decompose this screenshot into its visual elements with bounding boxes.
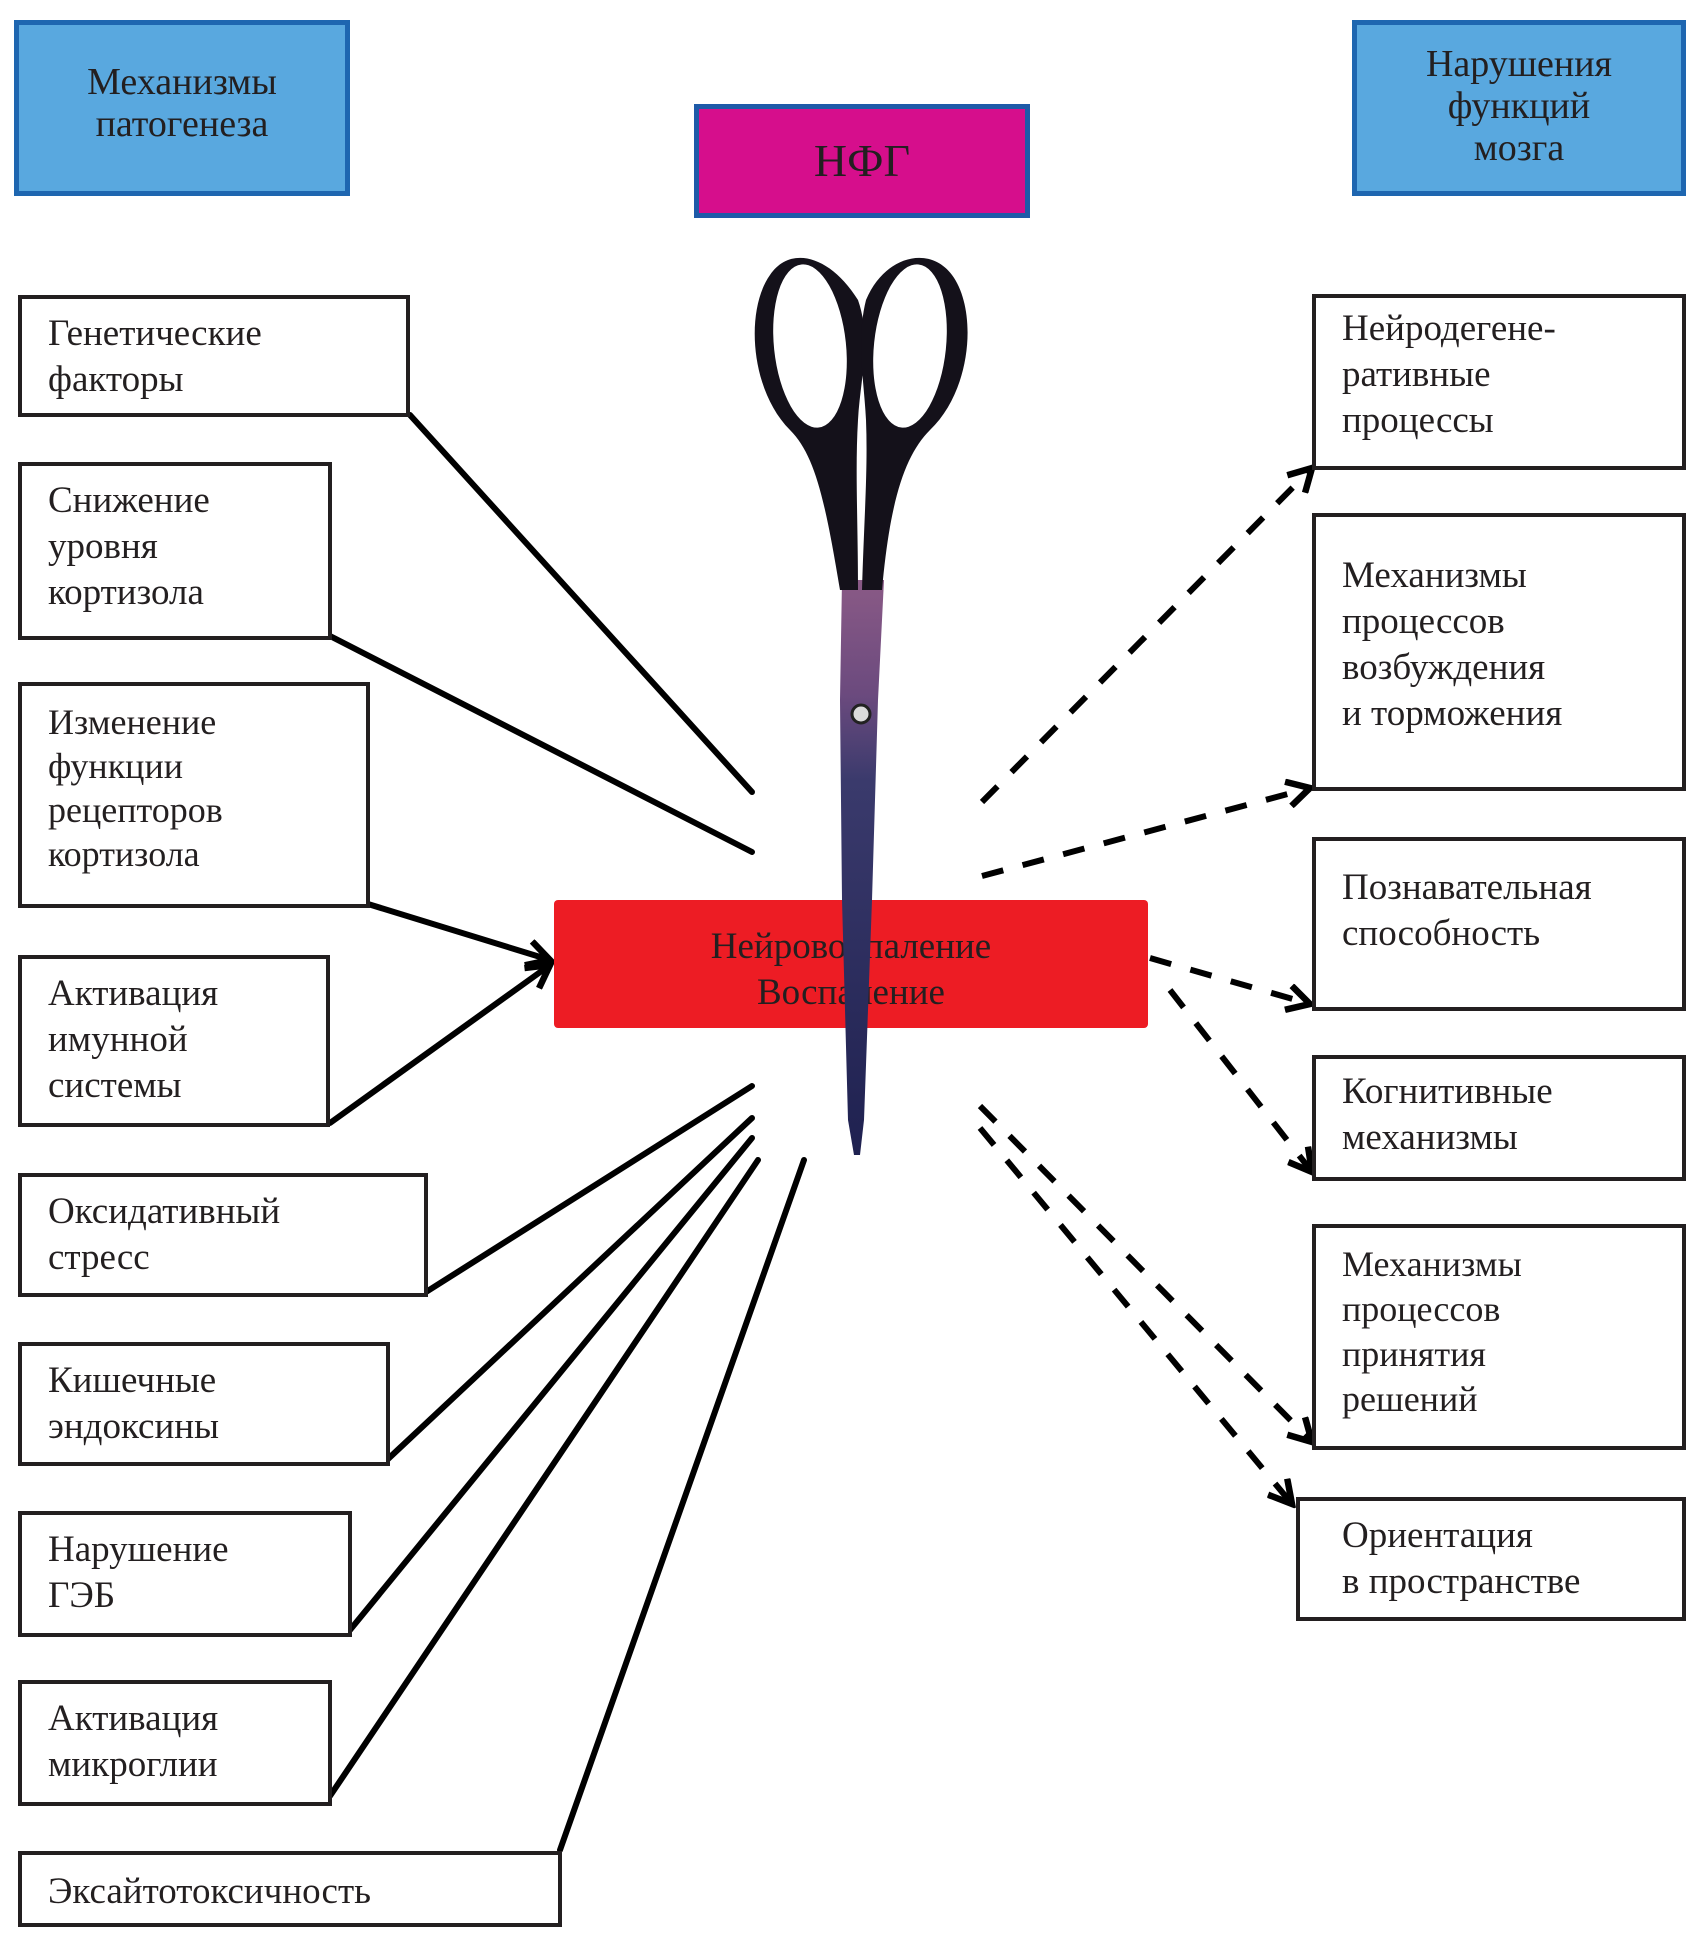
cause-line: ГЭБ bbox=[48, 1575, 116, 1616]
cause-line: функции bbox=[48, 746, 183, 786]
header-line: Механизмы bbox=[87, 61, 277, 103]
cause-line: Кишечные bbox=[48, 1360, 217, 1401]
edge-orientation bbox=[977, 1126, 1292, 1504]
cause-line: системы bbox=[48, 1065, 182, 1106]
effect-line: Познавательная bbox=[1342, 867, 1592, 908]
edge-microglia bbox=[327, 1157, 761, 1799]
cause-line: Активация bbox=[48, 1698, 219, 1739]
cause-line: уровня bbox=[48, 526, 158, 567]
cause-line: кортизола bbox=[48, 834, 200, 874]
cause-line: рецепторов bbox=[48, 790, 223, 830]
edge-decision bbox=[977, 1103, 1312, 1442]
cause-line: микроглии bbox=[48, 1744, 218, 1785]
header-nfg-label: НФГ bbox=[813, 135, 911, 186]
effect-box: Ориентация в пространстве bbox=[1296, 1497, 1686, 1621]
cause-box: Изменение функции рецепторов кортизола bbox=[18, 682, 370, 908]
edge-gut bbox=[385, 1115, 755, 1462]
effect-line: Ориентация bbox=[1342, 1515, 1533, 1556]
cause-line: Снижение bbox=[48, 480, 210, 521]
cause-line: Оксидативный bbox=[48, 1191, 281, 1232]
effect-line: ративные bbox=[1342, 354, 1491, 395]
header-line: патогенеза bbox=[95, 103, 269, 145]
cause-line: Нарушение bbox=[48, 1529, 229, 1570]
header-line: Нарушения bbox=[1425, 43, 1613, 85]
effect-line: в пространстве bbox=[1342, 1561, 1581, 1602]
edge-cognitive-ability bbox=[1149, 955, 1310, 1004]
cause-box: Активация микроглии bbox=[18, 1680, 332, 1806]
cause-line: Генетические bbox=[48, 313, 262, 354]
effect-line: Механизмы bbox=[1342, 1244, 1522, 1284]
edge-neurodegen bbox=[979, 468, 1312, 805]
effect-box: Нейродегене- ративные процессы bbox=[1312, 294, 1686, 470]
edge-cognitive-mech bbox=[1167, 988, 1312, 1172]
cause-box: Эксайтотоксичность bbox=[18, 1851, 562, 1927]
effect-box: Механизмы процессов возбуждения и тормож… bbox=[1312, 513, 1686, 791]
edge-immune bbox=[327, 965, 550, 1126]
edge-bbb bbox=[347, 1135, 755, 1633]
cause-line: факторы bbox=[48, 359, 184, 400]
edge-receptors bbox=[365, 901, 550, 960]
cause-line: имунной bbox=[48, 1019, 188, 1060]
edge-excitation bbox=[981, 788, 1310, 879]
effect-line: возбуждения bbox=[1342, 647, 1546, 688]
header-line: мозга bbox=[1473, 127, 1565, 169]
cause-box: Снижение уровня кортизола bbox=[18, 462, 332, 640]
effect-line: Когнитивные bbox=[1342, 1071, 1553, 1112]
edge-cortisol-level bbox=[327, 633, 755, 855]
cause-line: эндоксины bbox=[48, 1406, 219, 1447]
effect-box: Когнитивные механизмы bbox=[1312, 1055, 1686, 1181]
edge-excito bbox=[557, 1157, 807, 1853]
effect-line: принятия bbox=[1342, 1334, 1486, 1374]
cause-box: Нарушение ГЭБ bbox=[18, 1511, 352, 1637]
cause-line: Активация bbox=[48, 973, 219, 1014]
edge-oxidative bbox=[423, 1083, 755, 1295]
cause-line: стресс bbox=[48, 1237, 150, 1278]
effect-line: способность bbox=[1342, 913, 1541, 954]
header-line: функций bbox=[1447, 85, 1591, 127]
header-brain-dysfunction: Нарушения функций мозга bbox=[1352, 20, 1686, 196]
cause-box: Активация имунной системы bbox=[18, 955, 330, 1127]
effect-line: решений bbox=[1342, 1379, 1478, 1419]
effect-line: Нейродегене- bbox=[1342, 308, 1556, 349]
cause-box: Кишечные эндоксины bbox=[18, 1342, 390, 1466]
header-pathogenesis-mechanisms: Механизмы патогенеза bbox=[14, 20, 350, 196]
effect-line: процессов bbox=[1342, 601, 1505, 642]
cause-box: Генетические факторы bbox=[18, 295, 410, 417]
center-node-line: Воспаление bbox=[757, 972, 945, 1013]
center-node-line: Нейровоспаление bbox=[710, 926, 992, 967]
cause-line: Изменение bbox=[48, 702, 217, 742]
effect-line: Механизмы bbox=[1342, 555, 1527, 596]
effect-box: Механизмы процессов принятия решений bbox=[1312, 1224, 1686, 1450]
header-nfg: НФГ bbox=[694, 104, 1030, 218]
effect-line: и торможения bbox=[1342, 693, 1563, 734]
cause-line: Эксайтотоксичность bbox=[48, 1871, 372, 1912]
edge-genetic bbox=[407, 412, 755, 795]
effect-line: процессов bbox=[1342, 1289, 1501, 1329]
neuroinflammation-node: Нейровоспаление Воспаление bbox=[554, 900, 1148, 1028]
cause-line: кортизола bbox=[48, 572, 204, 613]
effect-line: механизмы bbox=[1342, 1117, 1518, 1158]
effect-line: процессы bbox=[1342, 400, 1494, 441]
effect-box: Познавательная способность bbox=[1312, 837, 1686, 1011]
cause-box: Оксидативный стресс bbox=[18, 1173, 428, 1297]
